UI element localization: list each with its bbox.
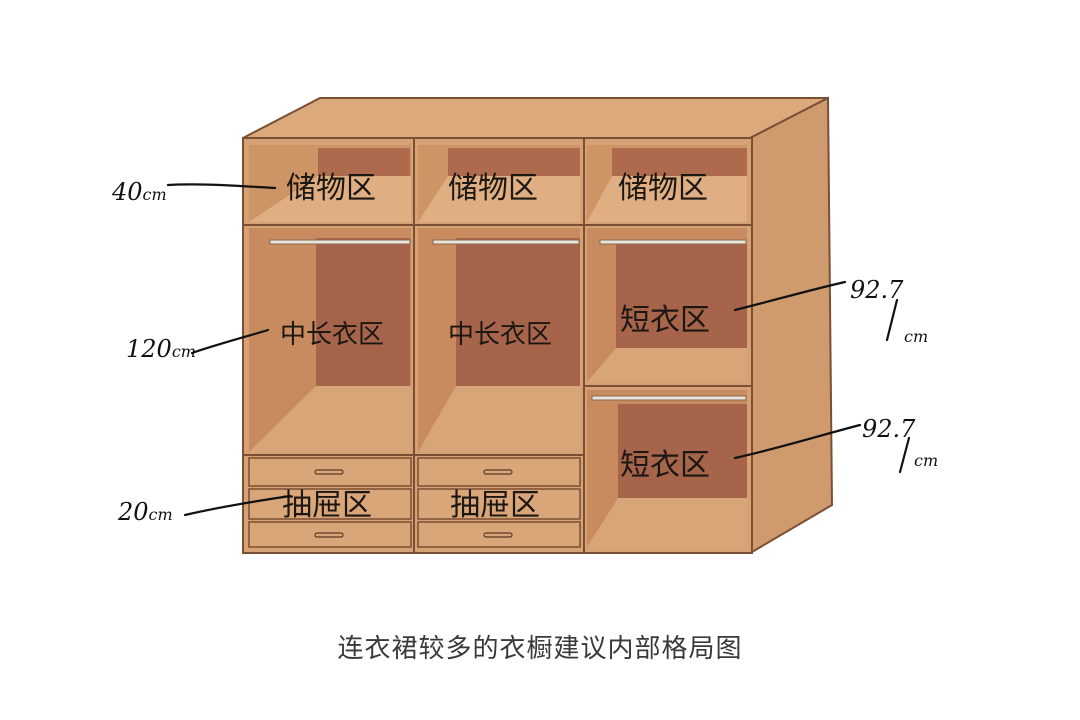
- zone-label-medium-long-left: 中长衣区: [280, 320, 384, 350]
- dim-slash-upper: [885, 298, 899, 342]
- zone-label-storage-right: 储物区: [618, 171, 708, 206]
- wardrobe-illustration: 储物区 储物区 储物区 中长衣区 中长衣区 短衣区 短衣区 抽屉区 抽屉区 40…: [111, 96, 938, 554]
- leader-short-upper: [733, 280, 847, 312]
- floor-hanging-mid: [418, 386, 580, 452]
- hanging-rail-short-upper: [599, 239, 747, 245]
- drawer-1-left: [248, 457, 412, 487]
- drawer-handle: [314, 469, 344, 475]
- compartment-back-storage-right: [612, 148, 747, 176]
- drawer-1-mid: [417, 457, 581, 487]
- shelf-storage-mid: [418, 176, 580, 222]
- drawer-2-mid: [417, 488, 581, 520]
- leader-storage: [166, 183, 277, 190]
- compartment-back-storage-mid: [448, 148, 580, 176]
- dim-slash-lower: [898, 436, 911, 474]
- zone-label-medium-long-mid: 中长衣区: [448, 320, 552, 350]
- drawer-handle: [483, 532, 513, 538]
- dim-unit-short-upper: cm: [904, 327, 928, 346]
- compartment-back-hanging-mid: [456, 238, 580, 386]
- zone-label-drawer-mid: 抽屉区: [450, 488, 540, 523]
- wardrobe-side: [748, 96, 834, 554]
- hanging-rail-short-lower: [591, 395, 747, 401]
- dim-short-upper: 92.7: [850, 276, 904, 304]
- floor-hanging-left: [249, 386, 411, 452]
- floor-short-lower: [587, 498, 747, 547]
- drawer-handle: [483, 469, 513, 475]
- zone-label-drawer-left: 抽屉区: [282, 488, 372, 523]
- compartment-back-short-lower: [618, 404, 747, 498]
- shelf-storage-right: [587, 176, 747, 222]
- zone-label-short-upper: 短衣区: [620, 303, 710, 338]
- drawer-handle: [314, 532, 344, 538]
- compartment-back-hanging-left: [316, 238, 410, 386]
- drawer-2-left: [248, 488, 412, 520]
- dim-short-lower: 92.7: [862, 415, 916, 443]
- hanging-rail-left: [269, 239, 411, 245]
- compartment-back-storage-left: [318, 148, 410, 176]
- zone-label-storage-left: 储物区: [286, 171, 376, 206]
- dim-drawer: 20cm: [117, 498, 173, 526]
- compartment-back-short-upper: [616, 244, 747, 348]
- dim-unit-short-lower: cm: [914, 451, 938, 470]
- shelf-storage-left: [249, 176, 411, 222]
- dim-storage: 40cm: [111, 178, 167, 206]
- leader-short-lower: [733, 423, 862, 460]
- figure-caption: 连衣裙较多的衣橱建议内部格局图: [337, 634, 743, 664]
- hanging-rail-mid: [432, 239, 580, 245]
- dim-medium-long: 120cm: [126, 335, 196, 363]
- leader-drawer: [183, 494, 292, 517]
- drawer-3-left: [248, 521, 412, 548]
- leader-medium-long: [190, 328, 270, 355]
- zone-label-short-lower: 短衣区: [620, 448, 710, 483]
- floor-short-upper: [587, 348, 747, 382]
- wardrobe-top: [242, 97, 829, 139]
- drawer-3-mid: [417, 521, 581, 548]
- zone-label-storage-mid: 储物区: [448, 171, 538, 206]
